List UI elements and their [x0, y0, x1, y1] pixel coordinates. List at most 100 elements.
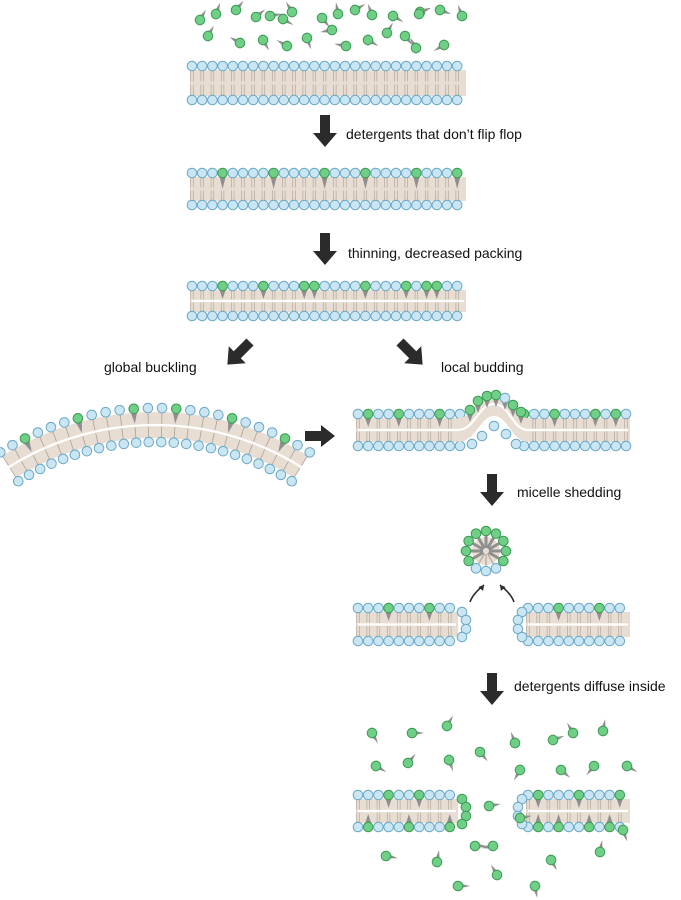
lipid-head — [304, 447, 316, 458]
detergent-head — [470, 528, 482, 539]
lipid-head — [569, 408, 581, 420]
detergent-head — [490, 389, 502, 401]
free-detergent — [491, 864, 503, 881]
lipid-tail — [265, 436, 271, 447]
lipid-head — [583, 789, 595, 801]
detergent-head — [421, 280, 432, 292]
lipid-head — [352, 789, 364, 801]
detergent-tail — [365, 814, 372, 823]
lipid-head — [298, 199, 310, 211]
lipid-head — [441, 199, 453, 211]
lipid-tail — [9, 467, 17, 479]
lipid-head — [352, 440, 364, 452]
bilayer-core — [2, 412, 308, 478]
lipid-tail — [259, 449, 266, 461]
lipid-head — [400, 60, 412, 72]
lipid-head — [288, 94, 300, 106]
detergent-head — [257, 34, 269, 46]
lipid-head — [543, 821, 554, 833]
lipid-head — [460, 614, 472, 626]
lipid-tail — [32, 454, 39, 466]
detergent-tail — [484, 400, 490, 408]
lipid-head — [373, 789, 384, 801]
detergent-tail — [219, 290, 226, 299]
lipid-head — [549, 440, 560, 452]
free-detergent — [301, 32, 313, 50]
free-detergent — [366, 727, 378, 744]
lipid-head — [199, 406, 210, 418]
detergent-tail — [446, 814, 453, 823]
lipid-head — [253, 421, 265, 433]
detergent-head — [617, 824, 629, 836]
free-detergent — [469, 840, 487, 852]
detergent-head — [487, 840, 499, 852]
detergent-head — [529, 880, 541, 892]
lipid-tail — [2, 455, 9, 466]
lipid-head — [288, 167, 300, 179]
lipid-tail — [173, 427, 176, 439]
detergent-head — [399, 30, 411, 42]
detergent-tail — [385, 799, 392, 808]
lipid-head — [349, 167, 361, 179]
lipid-head — [579, 440, 591, 452]
lipid-head — [196, 167, 208, 179]
lipid-head — [431, 94, 443, 106]
lipid-head — [360, 199, 371, 211]
arrow-shape — [396, 338, 423, 365]
lipid-head — [278, 167, 290, 179]
arrow-local-budding — [396, 338, 423, 365]
lipid-head — [543, 635, 554, 647]
lipid-head — [393, 602, 405, 614]
detergent-head — [590, 408, 601, 420]
lipid-head — [247, 310, 259, 322]
lipid-tail — [14, 448, 21, 459]
detergent-tail — [301, 290, 308, 299]
free-detergent — [621, 760, 638, 772]
lipid-head — [329, 94, 341, 106]
lipid-head — [278, 310, 290, 322]
detergent-tail — [436, 418, 443, 427]
lipid-head — [411, 60, 422, 72]
free-detergent — [380, 850, 398, 862]
lipid-head — [298, 60, 310, 72]
label-micelle-shedding: micelle shedding — [517, 484, 622, 500]
free-detergent — [547, 734, 565, 746]
lipid-head — [451, 199, 463, 211]
detergent-head — [532, 789, 544, 801]
detergent-head — [217, 167, 228, 179]
detergent-head — [366, 727, 378, 739]
lipid-tail — [271, 454, 278, 466]
free-detergent — [410, 37, 422, 54]
detergent-tail — [228, 421, 234, 433]
arrow-micelle-right-head — [500, 585, 506, 591]
detergent-head — [434, 408, 445, 420]
free-detergent — [509, 731, 521, 749]
lipid-head — [217, 60, 228, 72]
detergent-head — [621, 760, 633, 772]
free-detergent — [320, 24, 338, 36]
lipid-head — [258, 199, 269, 211]
lipid-head — [329, 280, 341, 292]
lipid-head — [180, 438, 192, 450]
detergent-tail — [502, 402, 508, 410]
lipid-head — [411, 94, 422, 106]
detergent-head — [381, 27, 393, 39]
detergent-head — [553, 821, 564, 833]
detergent-head — [498, 555, 509, 567]
membranes-layer — [0, 60, 632, 833]
lipid-head — [247, 167, 259, 179]
detergent-head — [360, 280, 371, 292]
lipid-tail — [188, 414, 191, 426]
detergent-head — [281, 40, 293, 52]
lipid-head — [563, 635, 575, 647]
label-detergents-no-flip-flop: detergents that don’t flip flop — [346, 126, 522, 142]
lipid-head — [559, 440, 571, 452]
lipid-head — [411, 280, 422, 292]
detergent-head — [72, 413, 84, 424]
free-detergent — [481, 840, 499, 852]
lipid-head — [339, 167, 351, 179]
lipid-head — [362, 635, 374, 647]
detergent-head — [515, 406, 527, 418]
detergent-head — [431, 856, 443, 868]
detergent-head — [349, 4, 361, 16]
